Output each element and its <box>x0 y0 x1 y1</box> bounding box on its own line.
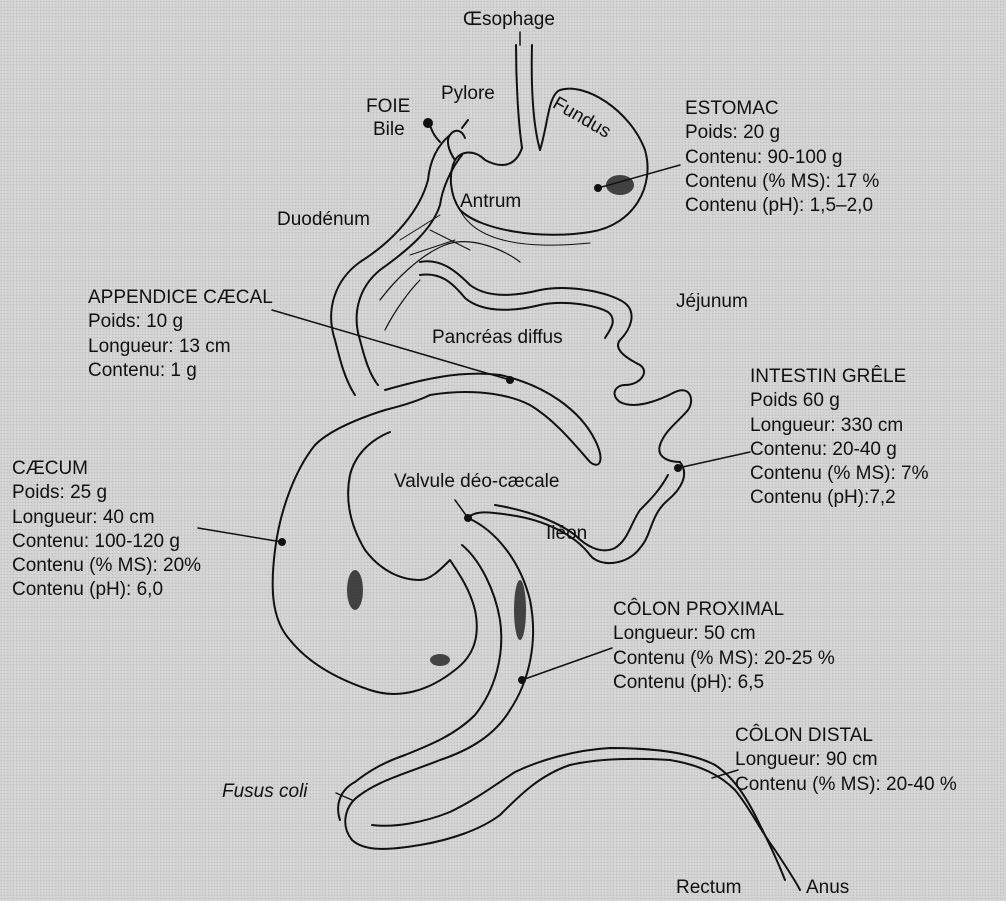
caecum-line: Contenu (% MS): 20% <box>12 554 201 578</box>
colon-proximal-line: Contenu (% MS): 20-25 % <box>613 647 835 671</box>
oesophage-label: Œsophage <box>463 8 555 32</box>
appendice-line: Contenu: 1 g <box>88 359 273 383</box>
intestin-line: Contenu (% MS): 7% <box>750 462 928 486</box>
caecum-title: CÆCUM <box>12 457 201 481</box>
appendice-line: Poids: 10 g <box>88 310 273 334</box>
estomac-line: Contenu (pH): 1,5–2,0 <box>685 194 879 218</box>
caecum-line: Contenu: 100-120 g <box>12 530 201 554</box>
caecum-line: Longueur: 40 cm <box>12 506 201 530</box>
rectum-label: Rectum <box>676 876 741 900</box>
ileon-label: Iléon <box>546 522 587 546</box>
appendice-info: APPENDICE CÆCAL Poids: 10 g Longueur: 13… <box>88 286 273 383</box>
fusus-leader <box>336 793 352 800</box>
colon-distal-line: Contenu (% MS): 20-40 % <box>735 773 957 797</box>
estomac-line: Contenu: 90-100 g <box>685 146 879 170</box>
estomac-title: ESTOMAC <box>685 97 879 121</box>
caecum-info: CÆCUM Poids: 25 g Longueur: 40 cm Conten… <box>12 457 201 603</box>
caecum-leader <box>198 528 282 542</box>
fusus-coli-label: Fusus coli <box>222 780 308 804</box>
valvule-label: Valvule déo-cæcale <box>394 470 559 494</box>
appendix-shape <box>385 374 600 465</box>
intestin-line: Longueur: 330 cm <box>750 414 928 438</box>
duodenum-label: Duodénum <box>277 208 370 232</box>
pancreas-shape <box>380 242 520 300</box>
pylore-label: Pylore <box>441 82 495 106</box>
colon-distal-title: CÔLON DISTAL <box>735 724 957 748</box>
oesophagus-shape <box>516 45 522 148</box>
colon-proximal-info: CÔLON PROXIMAL Longueur: 50 cm Contenu (… <box>613 598 835 695</box>
colon-distal-info: CÔLON DISTAL Longueur: 90 cm Contenu (% … <box>735 724 957 797</box>
colon-proximal-line: Contenu (pH): 6,5 <box>613 671 835 695</box>
intestin-title: INTESTIN GRÊLE <box>750 365 928 389</box>
anus-label: Anus <box>806 876 849 900</box>
pancreas-label: Pancréas diffus <box>432 326 563 350</box>
colon-proximal-title: CÔLON PROXIMAL <box>613 598 835 622</box>
foie-label: FOIE <box>366 95 410 119</box>
colon-proximal-line: Longueur: 50 cm <box>613 622 835 646</box>
estomac-line: Poids: 20 g <box>685 121 879 145</box>
intestin-leader <box>678 452 750 468</box>
intestin-line: Poids 60 g <box>750 389 928 413</box>
appendice-line: Longueur: 13 cm <box>88 335 273 359</box>
estomac-info: ESTOMAC Poids: 20 g Contenu: 90-100 g Co… <box>685 97 879 218</box>
jejunum-label: Jéjunum <box>676 290 748 314</box>
colon-distal-line: Longueur: 90 cm <box>735 748 957 772</box>
intestin-line: Contenu (pH):7,2 <box>750 486 928 510</box>
antrum-label: Antrum <box>460 190 521 214</box>
appendice-title: APPENDICE CÆCAL <box>88 286 273 310</box>
bile-label: Bile <box>373 118 405 142</box>
caecum-line: Poids: 25 g <box>12 481 201 505</box>
caecum-shape <box>273 395 477 694</box>
duodenum-shape <box>331 135 450 395</box>
intestin-info: INTESTIN GRÊLE Poids 60 g Longueur: 330 … <box>750 365 928 511</box>
estomac-line: Contenu (% MS): 17 % <box>685 170 879 194</box>
colon-proximal-leader <box>522 648 612 680</box>
jejunum-shape <box>420 261 691 462</box>
intestin-line: Contenu: 20-40 g <box>750 438 928 462</box>
caecum-line: Contenu (pH): 6,0 <box>12 578 201 602</box>
